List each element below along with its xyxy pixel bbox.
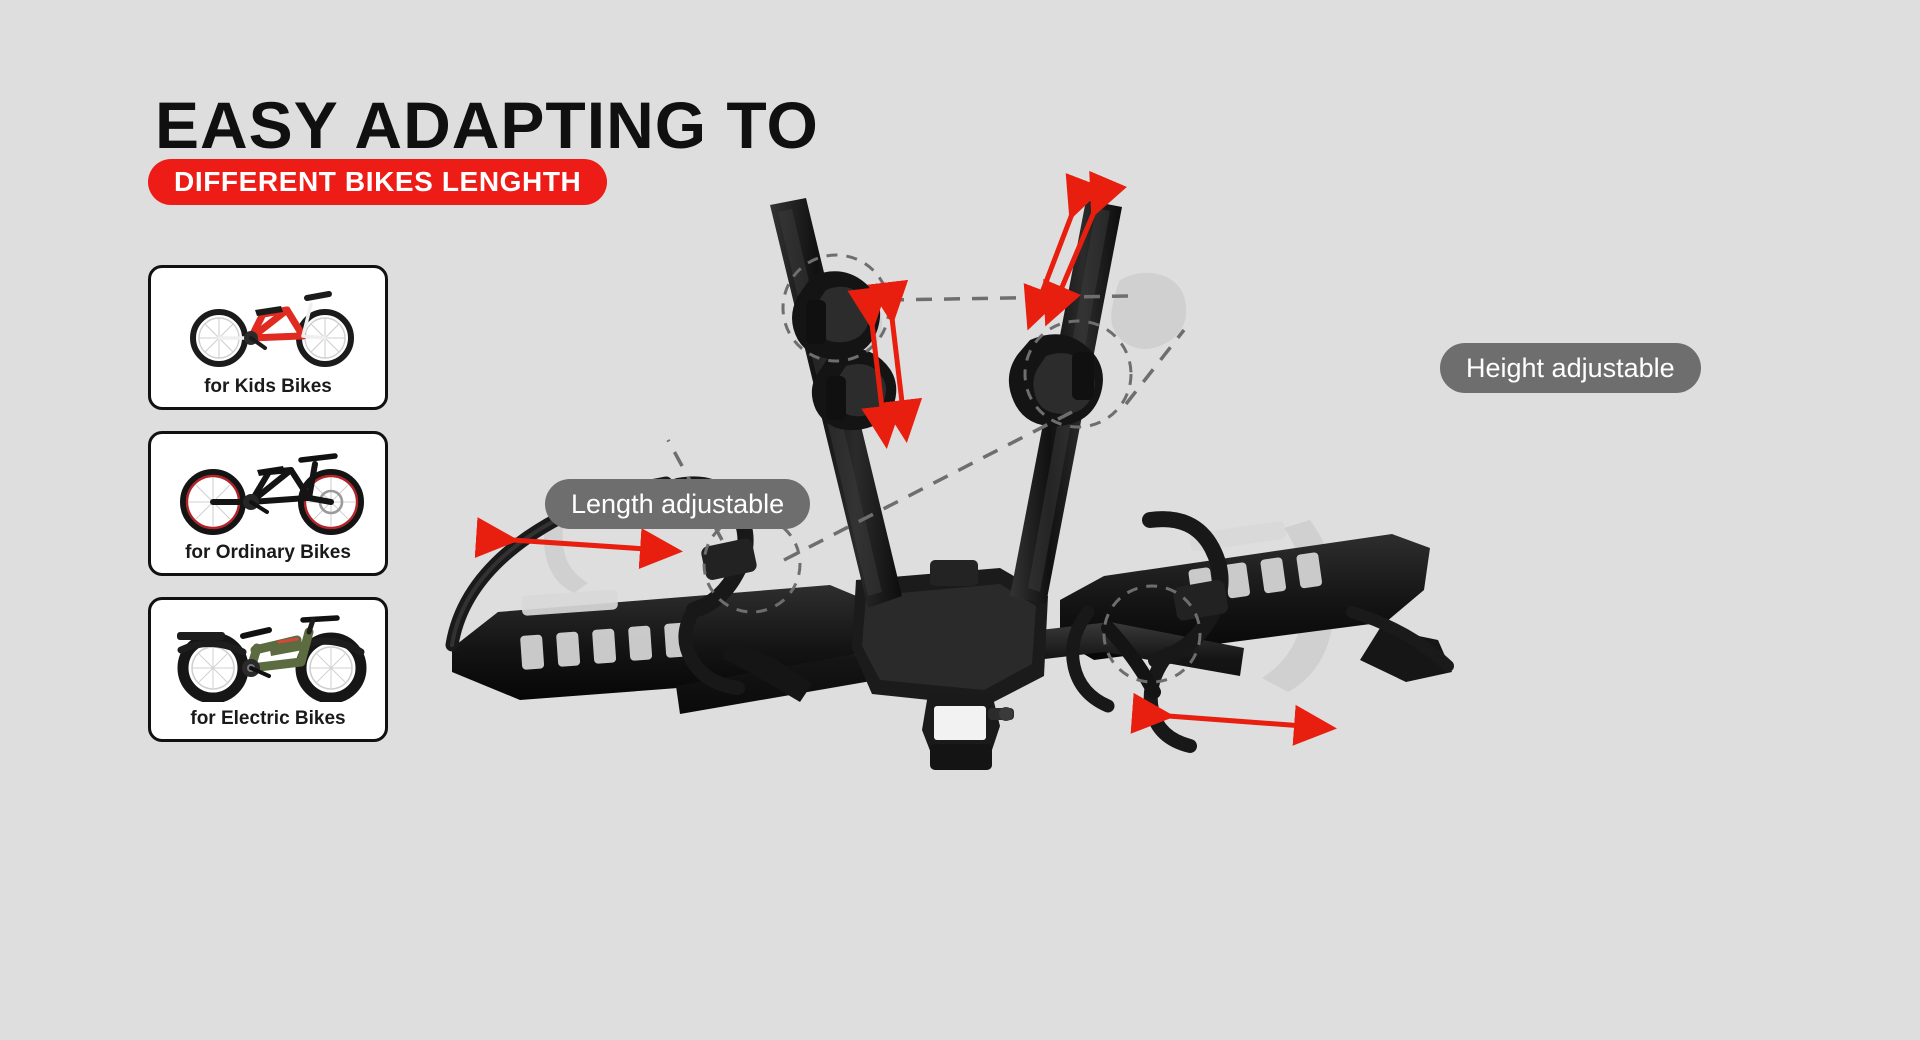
electric-bike-icon	[177, 615, 367, 702]
subtitle-badge: DIFFERENT BIKES LENGHTH	[148, 159, 608, 205]
arrow-length-right	[1130, 692, 1337, 746]
callout-label: Length adjustable	[571, 488, 785, 519]
ring-right-strap	[1102, 584, 1202, 684]
callout-label: Height adjustable	[1466, 352, 1675, 383]
page-title: EASY ADAPTING TO	[155, 88, 819, 162]
rack-mast-arms	[770, 198, 1122, 608]
bike-type-label: for Electric Bikes	[190, 708, 346, 729]
ordinary-bike-icon	[180, 453, 364, 535]
cradle-right	[1008, 334, 1103, 427]
bike-type-card-list: for Kids Bikes	[148, 265, 388, 763]
leader-height-bottom	[1124, 328, 1186, 406]
arrow-height-right-b	[1023, 173, 1104, 331]
hitch-shank	[922, 694, 1014, 770]
bike-type-label: for Ordinary Bikes	[185, 542, 351, 563]
callout-length-adjustable: Length adjustable	[545, 479, 811, 529]
bike-type-label: for Kids Bikes	[204, 376, 332, 397]
bike-type-card-kids[interactable]: for Kids Bikes	[148, 265, 388, 410]
arrow-length-left	[474, 517, 683, 570]
arrow-height-left-a	[867, 279, 923, 443]
bike-type-card-electric[interactable]: for Electric Bikes	[148, 597, 388, 742]
adjust-arrows	[474, 170, 1337, 746]
callout-height-adjustable: Height adjustable	[1440, 343, 1701, 393]
bike-type-card-ordinary[interactable]: for Ordinary Bikes	[148, 431, 388, 576]
arrow-height-left-b	[847, 285, 903, 449]
kids-bike-icon	[190, 291, 354, 367]
